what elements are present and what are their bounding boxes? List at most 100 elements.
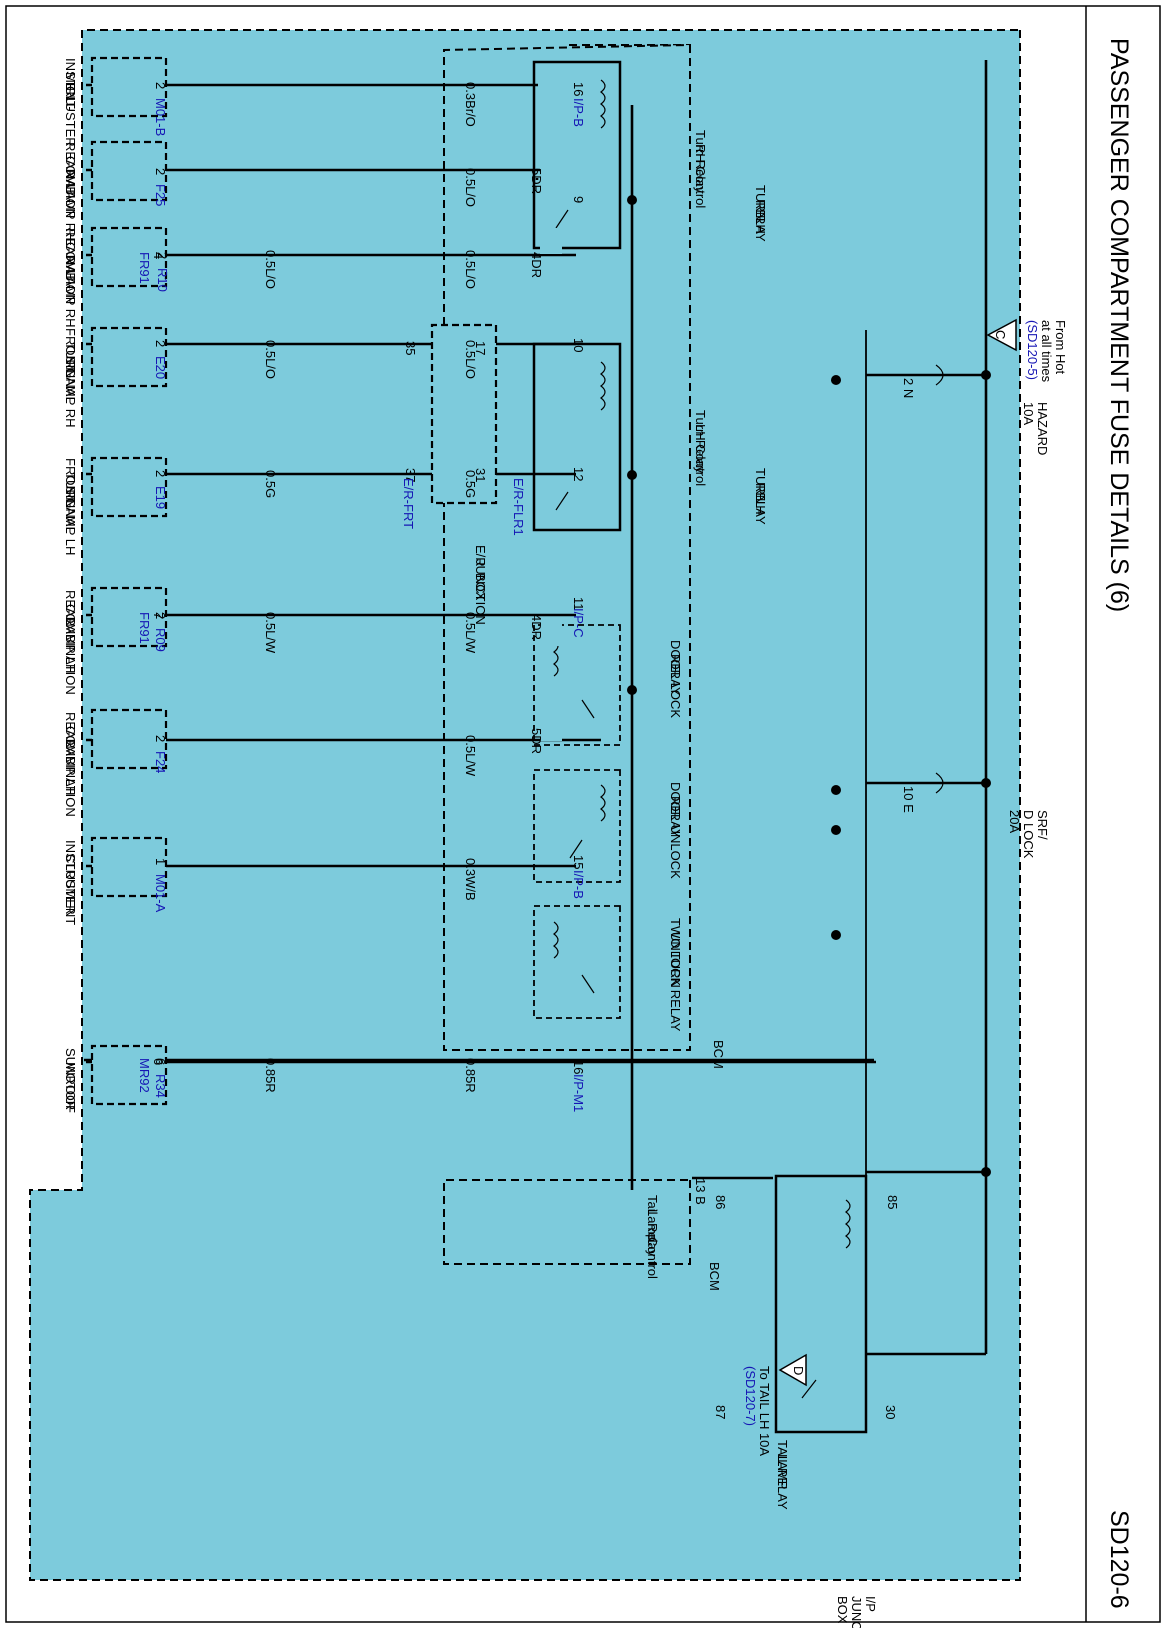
- hazard-fuse-icon: [935, 364, 944, 386]
- diagram-label: 12: [571, 467, 586, 481]
- diagram-label: 9: [571, 196, 586, 203]
- diagram-label: 7: [151, 612, 166, 619]
- diagram-label: 0.85R: [463, 1058, 478, 1093]
- diagram-label: TURN: [63, 342, 78, 378]
- sunroof-motor-box: [90, 1044, 168, 1106]
- diagram-label: To TAIL LH 10A: [757, 1366, 772, 1456]
- diagram-label: FRONT: [63, 458, 78, 503]
- diagram-label: 13 B: [693, 1178, 708, 1205]
- turn-relay-lh: [532, 342, 622, 532]
- diagram-label: REAR: [63, 590, 78, 626]
- diagram-label: 0.3Br/O: [463, 82, 478, 127]
- diagram-label: 11: [571, 597, 586, 611]
- diagram-label: R34: [153, 1074, 168, 1098]
- diagram-label: TWO TURN: [668, 918, 683, 988]
- diagram-label: SUNROOF: [63, 1048, 78, 1113]
- diagram-label: 0.5G: [263, 470, 278, 498]
- bcm-tail-zone: [443, 1179, 691, 1265]
- diagram-label: Lamp: [645, 1209, 660, 1242]
- diagram-label: Relay: [645, 1223, 660, 1257]
- diagram-label: FR91: [137, 252, 152, 284]
- diagram-label: at all times: [1039, 320, 1054, 383]
- diagram-label: 20A: [1007, 810, 1022, 833]
- er-junction-box: [430, 323, 498, 505]
- diagram-label: DOOR LOCK: [668, 640, 683, 718]
- diagram-label: CLUSTER: [63, 854, 78, 915]
- diagram-label: SRF/: [1035, 810, 1050, 840]
- front-turn-lh-box: [90, 456, 168, 518]
- diagram-label: 16: [571, 1060, 586, 1074]
- diagram-label: 0.5G: [463, 470, 478, 498]
- srf-fuse-icon: [935, 772, 944, 794]
- diagram-label: 1: [153, 858, 168, 865]
- diagram-label: 31: [473, 468, 488, 482]
- bcm-zone: [443, 43, 691, 1051]
- diagram-label: 2: [153, 82, 168, 89]
- diagram-label: 4DR: [529, 252, 544, 278]
- door-unlock-relay: [533, 769, 621, 883]
- diagram-label: RELAY: [753, 483, 768, 525]
- diagram-label: 0.5L/W: [463, 612, 478, 654]
- diagram-label: From Hot: [1053, 320, 1068, 375]
- diagram-label: E20: [153, 356, 168, 379]
- diagram-label: LAMP RH: [63, 270, 78, 328]
- diagram-label: 0.5L/O: [463, 340, 478, 379]
- diagram-label: 2: [155, 252, 170, 259]
- rear-lamp-rh-r10-box: [90, 226, 168, 288]
- diagram-label: RH: [753, 215, 768, 234]
- turn-relay-rh: [532, 60, 622, 250]
- diagram-label: LH Control: [693, 424, 708, 486]
- diagram-label: SIGNAL: [63, 356, 78, 404]
- diagram-label: 0.5L/W: [463, 735, 478, 777]
- diagram-label: TURN: [63, 472, 78, 508]
- diagram-label: MR92: [137, 1058, 152, 1093]
- diagram-label: SIGNAL: [63, 486, 78, 534]
- diagram-label: 0.85R: [263, 1058, 278, 1093]
- diagram-label: 87: [713, 1405, 728, 1419]
- diagram-label: TAIL: [775, 1440, 790, 1467]
- diagram-label: NATION: [63, 256, 78, 304]
- diagram-label: 86: [713, 1195, 728, 1209]
- diagram-label: 0.5L/O: [263, 250, 278, 289]
- diagram-label: 5DR: [529, 728, 544, 754]
- diagram-label: INSTRUMENT: [63, 840, 78, 925]
- diagram-label: REAR: [63, 142, 78, 178]
- diagram-label: RELAY: [775, 1468, 790, 1510]
- diagram-label: UNLOCK RELAY: [668, 932, 683, 1032]
- diagram-label: BOX: [835, 1596, 850, 1624]
- diagram-label: F24: [153, 751, 168, 773]
- diagram-label: BCM: [707, 1262, 722, 1291]
- diagram-label: RH Control: [693, 144, 708, 208]
- rear-lamp-lh-r09-box: [90, 586, 168, 648]
- diagram-label: 5DR: [529, 168, 544, 194]
- diagram-label: JUNCTION: [849, 1596, 864, 1628]
- instrument-cluster-a-box: [90, 836, 168, 898]
- instrument-cluster-b-box: [90, 56, 168, 118]
- diagram-label: LAMP LH: [63, 500, 78, 555]
- diagram-label: E19: [153, 486, 168, 509]
- diagram-label: I/P-B: [571, 870, 586, 899]
- diagram-label: LAMP LH: [63, 618, 78, 673]
- sheet-border: [5, 5, 1161, 1623]
- diagram-label: 0.5L/O: [463, 168, 478, 207]
- door-variant-tags: [540, 158, 562, 741]
- diagram-label: 4DR: [529, 614, 544, 640]
- diagram-label: 0.5L/O: [463, 250, 478, 289]
- diagram-label: NATION: [63, 170, 78, 218]
- diagram-label: LAMP LH: [63, 740, 78, 795]
- diagram-label: HAZARD: [1035, 402, 1050, 455]
- diagram-label: 2: [153, 470, 168, 477]
- diagram-label: 0.3W/B: [463, 858, 478, 901]
- diagram-label: E/R-FLR1: [511, 478, 526, 536]
- diagram-label: 37: [403, 468, 418, 482]
- diagram-label: LAMP RH: [63, 370, 78, 428]
- diagram-label: M01-B: [153, 98, 168, 136]
- diagram-label: REAR: [63, 228, 78, 264]
- diagram-label: 0.5L/W: [263, 612, 278, 654]
- diagram-label: 10: [571, 338, 586, 352]
- diagram-label: E/R-FRT: [401, 478, 416, 529]
- diagram-label: 17: [473, 341, 488, 355]
- front-turn-rh-box: [90, 326, 168, 388]
